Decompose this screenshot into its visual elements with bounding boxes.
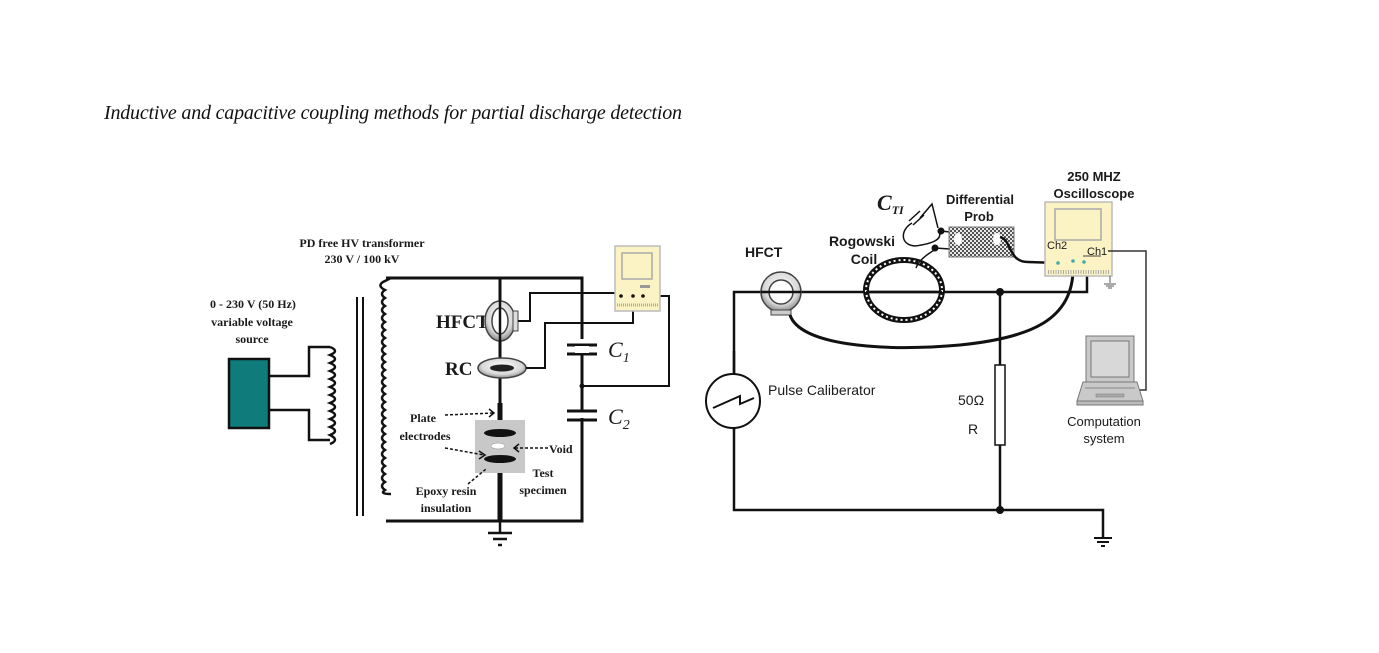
epoxy-label-line2: insulation [421, 501, 472, 515]
void-label: Void [549, 442, 573, 456]
rogowski-label-line1: Rogowski [829, 233, 895, 249]
transformer-label-line1: PD free HV transformer [299, 236, 425, 250]
hfct-label: HFCT [436, 312, 489, 333]
oscilloscope-left-icon [614, 245, 661, 312]
computer-icon [1076, 335, 1144, 406]
computer-label-line2: system [1083, 431, 1124, 446]
right-circuit: Pulse Caliberator 50Ω R HFCT Rogowski Co… [705, 169, 1147, 547]
plate-electrode-bottom [484, 455, 516, 463]
secondary-coil-icon [379, 276, 392, 496]
cti-label: CTI [877, 190, 905, 217]
transformer-label-line2: 230 V / 100 kV [325, 252, 400, 266]
source-label-line3: source [235, 332, 269, 346]
source-label-line2: variable voltage [211, 315, 293, 329]
ground-icon-right [1094, 537, 1112, 547]
capacitor-c2-icon [567, 409, 597, 422]
resistor-value-label: 50Ω [958, 392, 984, 408]
c2-label: C2 [608, 404, 630, 433]
plate-label-line2: electrodes [399, 429, 450, 443]
plate-label-line1: Plate [410, 411, 437, 425]
voltage-source-box [227, 357, 271, 430]
diff-probe-label-line2: Prob [964, 209, 994, 224]
figure-caption: Inductive and capacitive coupling method… [104, 102, 682, 124]
rogowski-label-line2: Coil [851, 251, 877, 267]
test-label-line1: Test [533, 466, 554, 480]
annotation-arrows [444, 412, 548, 485]
rogowski-coil-right-icon [863, 257, 945, 323]
source-label-line1: 0 - 230 V (50 Hz) [210, 297, 296, 311]
probe-cable [999, 235, 1059, 265]
plate-electrode-top [484, 429, 516, 437]
scope-ground-icon [1104, 276, 1116, 289]
void-icon [490, 442, 506, 450]
scope-label-line2: Oscilloscope [1054, 186, 1135, 201]
diff-probe-label-line1: Differential [946, 192, 1014, 207]
ch1-label: Ch1 [1087, 246, 1107, 258]
left-circuit: PD free HV transformer 230 V / 100 kV 0 … [210, 236, 670, 547]
c1-label: C1 [608, 337, 630, 366]
pulse-calibrator-label: Pulse Caliberator [768, 382, 876, 398]
hfct-cable [788, 264, 1075, 349]
resistor-icon [994, 364, 1006, 446]
epoxy-label-line1: Epoxy resin [416, 484, 477, 498]
pulse-calibrator-icon [705, 373, 761, 429]
rc-label: RC [445, 359, 472, 380]
test-label-line2: specimen [519, 483, 567, 497]
capacitor-c1-icon [567, 339, 597, 356]
hfct-right-icon [760, 271, 802, 316]
oscilloscope-right-icon [1044, 201, 1113, 277]
primary-coil-icon [326, 345, 337, 446]
resistor-label: R [968, 421, 978, 437]
ground-icon [488, 521, 512, 547]
computer-label-line1: Computation [1067, 414, 1141, 429]
hfct-right-label: HFCT [745, 244, 783, 260]
ch2-label: Ch2 [1047, 240, 1067, 252]
scope-label-line1: 250 MHZ [1067, 169, 1121, 184]
